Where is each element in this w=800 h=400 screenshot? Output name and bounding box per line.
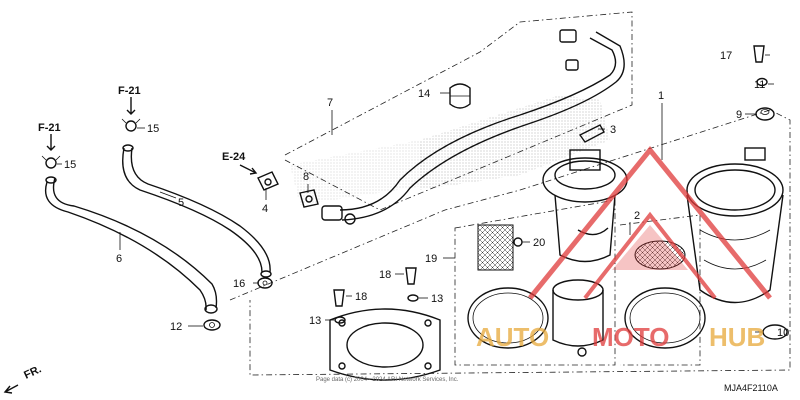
label-10: 10 [777,327,789,339]
ref-f21-right: F-21 [118,85,141,97]
copyright-text: Page data (c) 2004 - 2024 ARI Network Se… [316,377,459,383]
label-19: 19 [425,253,437,265]
fitting-4 [257,171,279,191]
clip-15-right [121,118,141,132]
gasket-plate [329,308,441,381]
diagram-code: MJA4F2110A [724,383,778,393]
label-4: 4 [262,203,268,215]
fuel-hose-7 [321,29,625,225]
part-20 [513,237,523,247]
label-5: 5 [178,197,184,209]
label-15-left: 15 [64,159,76,171]
label-20: 20 [533,237,545,249]
pump-body-lower [552,279,604,357]
pump-housing-1 [686,147,784,304]
ref-f21-left: F-21 [38,122,61,134]
watermark-moto: MOTO [592,322,670,352]
washer-13-left [334,316,346,324]
label-16: 16 [233,278,245,290]
o-ring-left [467,287,549,349]
group-outlines [229,11,791,376]
grommet-9 [755,107,775,121]
collar-11 [756,77,768,87]
label-3: 3 [610,124,616,136]
part-labels: 15 15 5 6 16 12 4 8 7 14 3 1 2 9 11 17 1… [64,50,789,339]
connector-3 [578,124,605,143]
watermark-auto: AUTO [476,322,549,352]
reference-arrows [3,97,258,394]
label-12: 12 [170,321,182,333]
fitting-8 [299,189,319,208]
hose-6 [44,176,218,314]
label-1: 1 [658,90,664,102]
label-6: 6 [116,253,122,265]
label-11: 11 [754,79,765,91]
clip-15-left [41,155,61,169]
label-2: 2 [634,210,640,222]
ref-e24: E-24 [222,151,246,163]
tank-outline-shading [290,95,610,205]
bolt-17 [753,45,765,63]
reference-codes: F-21 F-21 E-24 [38,85,246,163]
label-14: 14 [418,88,430,100]
clip-14 [449,83,471,109]
watermark-logo: AUTO MOTO HUB [476,146,772,352]
clip-12 [203,319,221,331]
filter-19 [477,224,514,271]
filter-mesh [634,240,686,270]
label-13-left: 13 [309,315,321,327]
label-7: 7 [327,97,333,109]
label-13-right: 13 [431,293,443,305]
label-15-right: 15 [147,123,159,135]
label-8: 8 [303,171,309,183]
fuel-pump-2 [542,149,628,263]
bolt-18-lower [333,289,345,307]
bolt-18-upper [405,267,417,285]
label-18-lower: 18 [355,291,367,303]
leader-lines [57,54,774,333]
label-17: 17 [720,50,732,62]
label-9: 9 [736,109,742,121]
watermark-hub: HUB [709,322,765,352]
label-18-upper: 18 [379,269,391,281]
hose-5 [122,144,272,278]
washer-13-right [407,294,419,302]
o-ring-right [624,287,706,349]
front-direction-label: FR. [22,363,43,381]
